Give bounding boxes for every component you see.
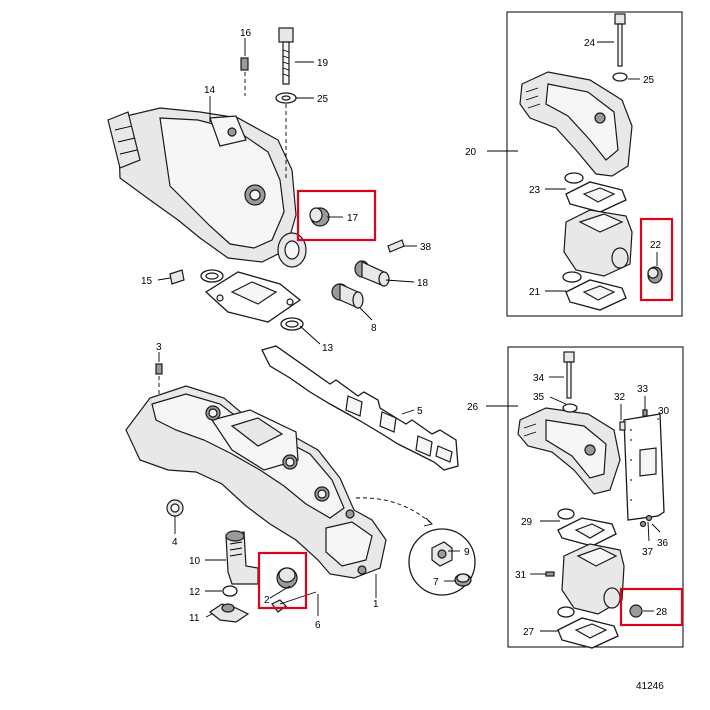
callout-27: 27 xyxy=(523,627,535,638)
exhaust-manifold-1 xyxy=(125,385,387,579)
highlight-22 xyxy=(639,217,674,302)
callout-23: 23 xyxy=(529,185,541,196)
inset-20-gasket-21 xyxy=(562,271,627,311)
callout-35: 35 xyxy=(533,392,545,403)
callout-26: 26 xyxy=(467,402,479,413)
inset-20-bolt-24 xyxy=(614,13,626,67)
callout-30: 30 xyxy=(658,406,670,417)
callout-25-inset: 25 xyxy=(643,75,655,86)
gasket-29 xyxy=(557,508,617,547)
screw-15 xyxy=(169,269,185,285)
callout-22: 22 xyxy=(650,240,662,251)
fitting-38 xyxy=(387,239,405,253)
callout-3: 3 xyxy=(156,342,162,353)
riser-26 xyxy=(561,543,625,615)
plug-2 xyxy=(276,567,298,589)
callout-9: 9 xyxy=(464,547,470,558)
inset-box-20 xyxy=(506,11,683,317)
callout-2: 2 xyxy=(264,595,270,606)
callout-21: 21 xyxy=(529,287,541,298)
plug-4 xyxy=(166,499,184,517)
callout-10: 10 xyxy=(189,556,201,567)
callout-8: 8 xyxy=(371,323,377,334)
callout-25: 25 xyxy=(317,94,329,105)
screw-6 xyxy=(271,591,317,613)
gasket-13 xyxy=(204,271,302,323)
callout-labels: 16 19 25 14 17 38 18 15 8 13 5 3 4 10 12… xyxy=(141,28,670,692)
highlight-17 xyxy=(296,189,377,242)
highlight-2 xyxy=(257,551,308,610)
callout-1: 1 xyxy=(373,599,379,610)
stud-16 xyxy=(240,57,249,71)
washer-12 xyxy=(222,585,238,597)
callout-4: 4 xyxy=(172,537,178,548)
callout-20: 20 xyxy=(465,147,477,158)
elbow-assembly-14 xyxy=(107,107,307,268)
inset-20-elbow xyxy=(519,71,633,177)
detail-circle xyxy=(408,528,476,596)
plug-22 xyxy=(647,266,663,284)
inset-20-riser xyxy=(563,209,633,277)
callout-14: 14 xyxy=(204,85,216,96)
plate-30 xyxy=(623,413,665,521)
callout-7: 7 xyxy=(433,577,439,588)
callout-32: 32 xyxy=(614,392,626,403)
fitting-8 xyxy=(331,283,364,309)
callout-6: 6 xyxy=(315,620,321,631)
callout-28: 28 xyxy=(656,607,668,618)
elbow-fitting-10 xyxy=(225,530,259,585)
highlight-28 xyxy=(619,587,684,627)
callout-5: 5 xyxy=(417,406,423,417)
callout-16: 16 xyxy=(240,28,252,39)
plug-28 xyxy=(629,604,643,618)
callout-31: 31 xyxy=(515,570,527,581)
callout-12: 12 xyxy=(189,587,201,598)
callout-33: 33 xyxy=(637,384,649,395)
callout-24: 24 xyxy=(584,38,596,49)
figure-number: 41246 xyxy=(636,681,664,692)
stud-3 xyxy=(155,363,163,375)
callout-38: 38 xyxy=(420,242,432,253)
leader-lines xyxy=(157,38,661,632)
inset-26-bolt-34 xyxy=(563,351,575,399)
callout-13: 13 xyxy=(322,343,334,354)
callout-29: 29 xyxy=(521,517,533,528)
gasket-27 xyxy=(557,606,619,649)
plug-17 xyxy=(309,207,330,227)
callout-11: 11 xyxy=(189,613,200,624)
fitting-11 xyxy=(208,603,250,623)
callout-15: 15 xyxy=(141,276,153,287)
callout-17: 17 xyxy=(347,213,359,224)
callout-34: 34 xyxy=(533,373,545,384)
callout-19: 19 xyxy=(317,58,329,69)
bolt-19 xyxy=(278,27,294,85)
fitting-18 xyxy=(354,260,390,287)
gasket-5 xyxy=(261,345,459,471)
callout-36: 36 xyxy=(657,538,669,549)
screw-31 xyxy=(545,571,555,577)
callout-37: 37 xyxy=(642,547,654,558)
inset-20-gasket-23 xyxy=(564,172,627,213)
inset-26-elbow xyxy=(517,407,621,495)
callout-18: 18 xyxy=(417,278,429,289)
